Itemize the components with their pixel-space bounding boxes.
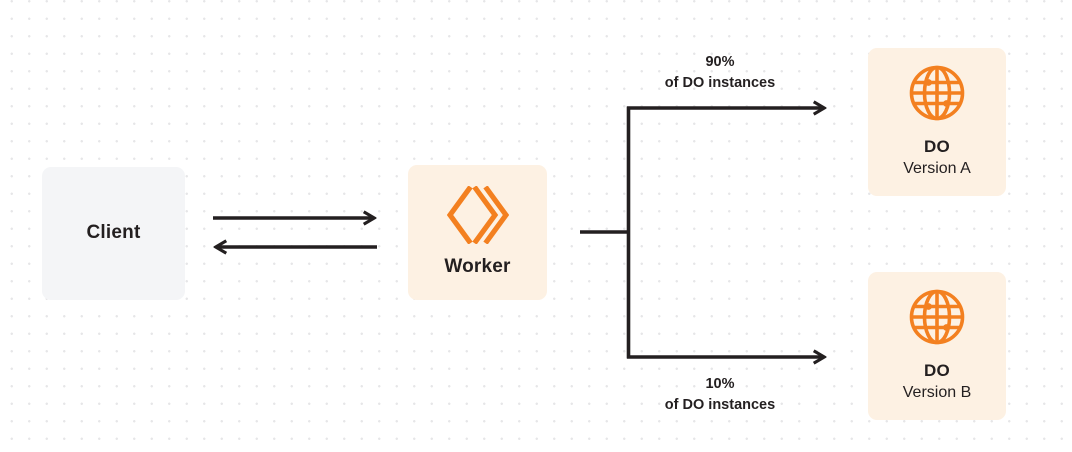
node-do-b-label: DO: [924, 360, 950, 380]
node-worker[interactable]: Worker: [408, 165, 547, 300]
edge-label-do-a-percent: 90%: [705, 54, 735, 70]
node-client-label: Client: [86, 222, 141, 244]
node-worker-label: Worker: [444, 256, 511, 278]
edge-label-do-a: 90% of DO instances: [620, 52, 820, 94]
edge-label-do-b-percent: 10%: [705, 376, 735, 392]
node-client[interactable]: Client: [42, 167, 185, 300]
node-do-a-sublabel: Version A: [903, 160, 971, 178]
node-do-a-label: DO: [924, 136, 950, 156]
globe-icon: [908, 64, 966, 122]
worker-chevron-icon: [446, 185, 509, 245]
edge-label-do-b: 10% of DO instances: [620, 374, 820, 416]
node-do-b-sublabel: Version B: [902, 384, 972, 402]
edge-label-do-a-description: of DO instances: [664, 75, 776, 92]
edge-label-do-b-description: of DO instances: [664, 397, 776, 414]
globe-icon: [908, 288, 966, 346]
node-do-version-b[interactable]: DO Version B: [868, 272, 1006, 420]
node-do-version-a[interactable]: DO Version A: [868, 48, 1006, 196]
